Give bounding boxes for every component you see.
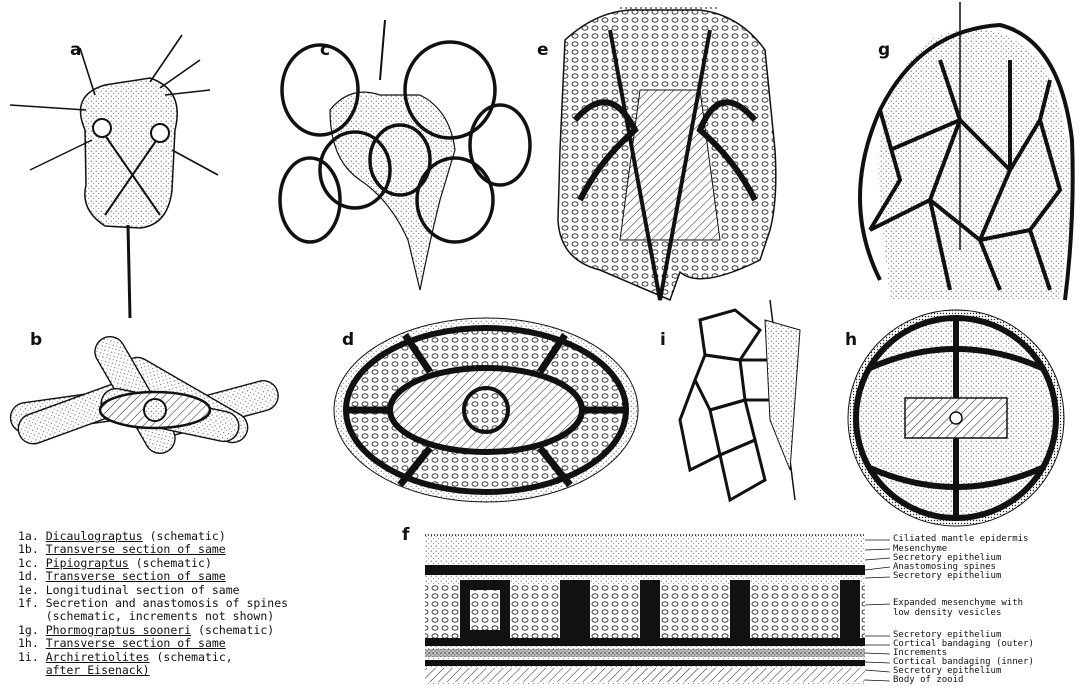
caption-text: (schematic, <box>150 650 233 664</box>
caption-taxon: Dicaulograptus <box>46 529 143 543</box>
layer-label: low density vesicles <box>893 608 1001 618</box>
caption-id: 1b. <box>18 542 39 556</box>
caption-text: Secretion and anastomosis of spines <box>46 596 288 610</box>
caption-id: 1d. <box>18 569 39 583</box>
figure-h-transverse-section <box>848 310 1064 526</box>
caption-taxon: Pipiograptus <box>46 556 129 570</box>
panel-label-d: d <box>342 330 354 350</box>
panel-label-f: f <box>402 525 409 545</box>
panel-label-c: c <box>320 40 330 60</box>
caption-id: 1f. <box>18 596 39 610</box>
caption-id: 1c. <box>18 556 39 570</box>
panel-label-a: a <box>70 40 81 60</box>
caption-text: Transverse section of same <box>46 636 226 650</box>
caption-id: 1g. <box>18 623 39 637</box>
figure-f-layered-section <box>425 535 890 685</box>
layer-label: Secretory epithelium <box>893 571 1001 581</box>
figure-i-archiretiolites <box>680 300 800 510</box>
caption-line: after Eisenack) <box>18 664 288 677</box>
figure-c-pipiograptus <box>280 20 530 290</box>
caption-text: Longitudinal section of same <box>46 583 240 597</box>
figure-a-dicaulograptus <box>10 35 218 318</box>
panel-label-i: i <box>660 330 666 350</box>
caption-line: 1d. Transverse section of same <box>18 570 288 583</box>
figure-caption-list: 1a. Dicaulograptus (schematic) 1b. Trans… <box>18 530 288 677</box>
caption-line: 1i. Archiretiolites (schematic, <box>18 651 288 664</box>
layer-label: Ciliated mantle epidermis <box>893 534 1028 544</box>
layer-label: Expanded mesenchyme with <box>893 598 1023 608</box>
figure-d-transverse-section <box>334 318 638 502</box>
caption-taxon: Phormograptus sooneri <box>46 623 191 637</box>
panel-label-b: b <box>30 330 42 350</box>
caption-line: 1b. Transverse section of same <box>18 543 288 556</box>
caption-text: Transverse section of same <box>46 542 226 556</box>
caption-line: 1f. Secretion and anastomosis of spines <box>18 597 288 610</box>
caption-line: 1c. Pipiograptus (schematic) <box>18 557 288 570</box>
caption-text: (schematic, increments not shown) <box>46 609 274 623</box>
caption-line: 1e. Longitudinal section of same <box>18 584 288 597</box>
caption-id: 1h. <box>18 636 39 650</box>
caption-id: 1e. <box>18 583 39 597</box>
caption-text: (schematic) <box>191 623 274 637</box>
caption-text: Transverse section of same <box>46 569 226 583</box>
caption-text: (schematic) <box>129 556 212 570</box>
caption-line: (schematic, increments not shown) <box>18 610 288 623</box>
caption-id: 1i. <box>18 650 39 664</box>
panel-label-e: e <box>537 40 549 60</box>
figure-g-phormograptus <box>860 2 1073 300</box>
caption-line: 1a. Dicaulograptus (schematic) <box>18 530 288 543</box>
figure-b-transverse-section <box>9 331 282 459</box>
caption-line: 1h. Transverse section of same <box>18 637 288 650</box>
panel-label-g: g <box>878 40 890 60</box>
caption-id: 1a. <box>18 529 39 543</box>
figure-e-longitudinal-section <box>558 8 776 300</box>
caption-taxon: Archiretiolites <box>46 650 150 664</box>
caption-line: 1g. Phormograptus sooneri (schematic) <box>18 624 288 637</box>
panel-label-h: h <box>845 330 857 350</box>
caption-text: after Eisenack) <box>46 663 150 677</box>
layer-label: Body of zooid <box>893 675 963 685</box>
caption-text: (schematic) <box>143 529 226 543</box>
